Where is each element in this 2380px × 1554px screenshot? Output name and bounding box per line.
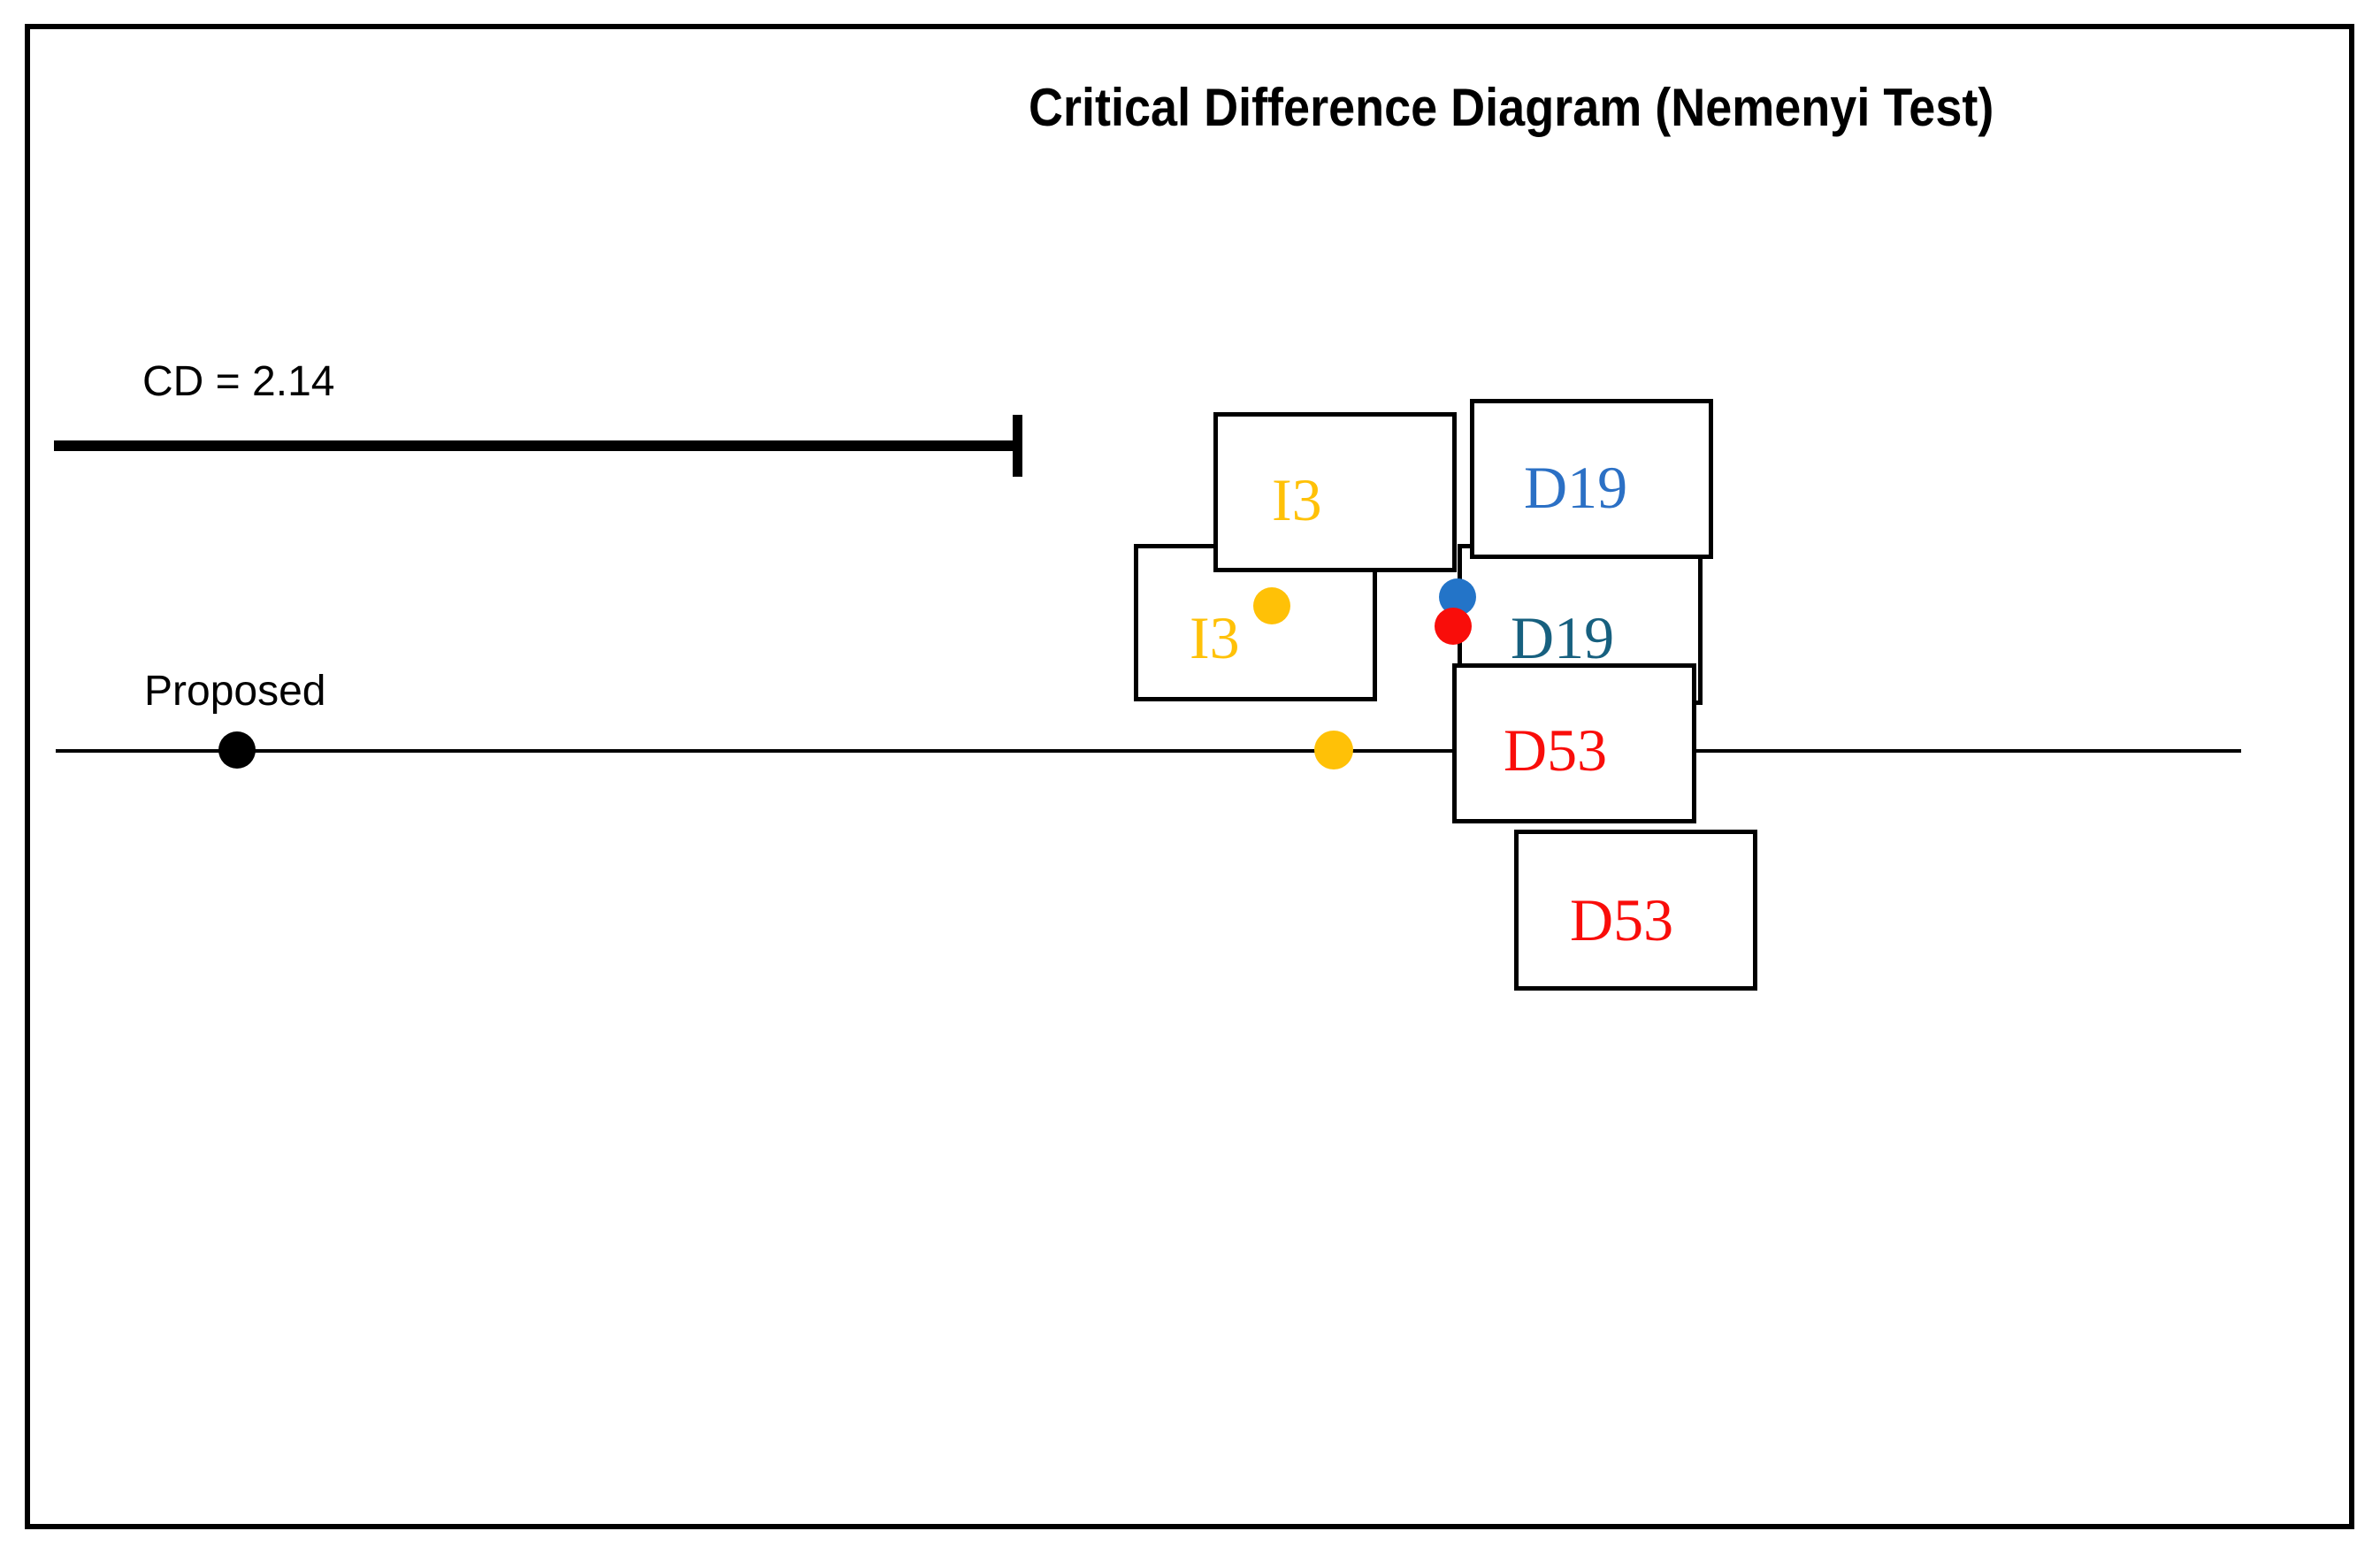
node-label-d53-upper: D53	[1504, 716, 1608, 784]
marker-dot-i3	[1253, 587, 1290, 624]
cd-label: CD = 2.14	[142, 358, 335, 405]
chart-title: Critical Difference Diagram (Nemenyi Tes…	[1029, 78, 1994, 137]
proposed-label: Proposed	[144, 668, 326, 715]
marker-dot-d53	[1435, 608, 1472, 645]
node-box-i3-upper	[1213, 412, 1457, 572]
node-box-d53-upper	[1452, 663, 1696, 823]
node-label-i3-lower: I3	[1190, 604, 1240, 671]
node-label-d53-lower: D53	[1570, 886, 1674, 953]
node-box-d19-upper	[1470, 399, 1713, 559]
node-box-d53-lower	[1514, 830, 1757, 991]
node-label-d19-upper: D19	[1524, 454, 1628, 521]
cd-bar-right-tick	[1013, 415, 1022, 477]
marker-dot-proposed	[218, 731, 256, 769]
node-label-i3-upper: I3	[1272, 466, 1322, 533]
cd-bar	[54, 440, 1022, 451]
rank-axis-line	[56, 749, 2241, 753]
figure-border	[25, 24, 2354, 1529]
marker-dot-i3-on-axis	[1314, 731, 1353, 769]
node-label-d19-lower: D19	[1511, 604, 1615, 671]
